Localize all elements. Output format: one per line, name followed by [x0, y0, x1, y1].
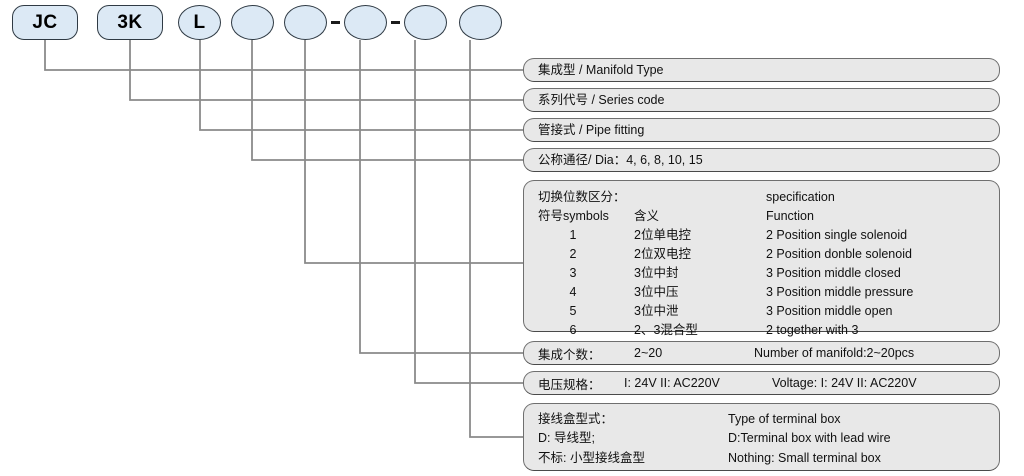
- manifold-count-content: 集成个数： 2~20 Number of manifold:2~20pcs: [524, 342, 999, 364]
- terminal-box-row: 不标: 小型接线盒型 Nothing: Small terminal box: [538, 449, 999, 468]
- label-box-dia: 公称通径/ Dia：4, 6, 8, 10, 15: [523, 148, 1000, 172]
- spec-function: 3 Position middle closed: [766, 266, 901, 280]
- label-box-specification: 切换位数区分： specification 符号symbols 含义 Funct…: [523, 180, 1000, 337]
- terminal-box-row: D: 导线型; D:Terminal box with lead wire: [538, 429, 999, 448]
- label-box-pipe-fitting: 管接式 / Pipe fitting: [523, 118, 1000, 142]
- connector-dia: [251, 40, 523, 161]
- connector-series-code: [129, 38, 523, 101]
- code-part-dia[interactable]: [231, 5, 274, 40]
- separator-dash-1: [331, 21, 340, 24]
- spec-col-meaning: 含义: [634, 209, 660, 223]
- spec-function: 2 Position single solenoid: [766, 228, 908, 242]
- voltage-value: I: 24V II: AC220V: [624, 376, 720, 390]
- connector-manifold-count: [359, 40, 523, 354]
- spec-symbol: 6: [569, 323, 577, 337]
- voltage-cn: 电压规格：: [538, 377, 601, 392]
- terminal-box-en: D:Terminal box with lead wire: [728, 431, 891, 446]
- spec-header-spacer: [634, 188, 766, 207]
- terminal-box-cn: 接线盒型式：: [538, 412, 614, 426]
- spec-symbol: 3: [569, 266, 577, 280]
- spec-function: 2 Position donble solenoid: [766, 247, 912, 261]
- code-part-terminal-box[interactable]: [459, 5, 502, 40]
- terminal-box-rows: 接线盒型式： Type of terminal box D: 导线型; D:Te…: [524, 404, 999, 473]
- dia-text: 公称通径/ Dia：4, 6, 8, 10, 15: [538, 152, 703, 167]
- connector-spec: [304, 40, 523, 264]
- series-code-text: 系列代号 / Series code: [538, 92, 665, 107]
- terminal-box-cn: D: 导线型;: [538, 431, 595, 446]
- terminal-box-en: Type of terminal box: [728, 412, 841, 426]
- manifold-count-cn: 集成个数：: [538, 347, 601, 362]
- spec-meaning: 2位单电控: [634, 228, 691, 242]
- connector-terminal-box: [469, 40, 523, 438]
- spec-meaning: 3位中压: [634, 285, 679, 299]
- spec-col-symbol: 符号symbols: [538, 209, 609, 223]
- spec-meaning: 2、3混合型: [634, 323, 698, 337]
- spec-header-row: 切换位数区分： specification: [538, 188, 999, 207]
- connector-pipe-fitting: [199, 40, 523, 131]
- spec-row: 5 3位中泄 3 Position middle open: [538, 302, 999, 321]
- spec-row: 2 2位双电控 2 Position donble solenoid: [538, 245, 999, 264]
- spec-function: 2 together with 3: [766, 323, 859, 337]
- spec-symbol: 1: [569, 228, 577, 242]
- spec-row: 6 2、3混合型 2 together with 3: [538, 321, 999, 340]
- code-part-manifold-count[interactable]: [344, 5, 387, 40]
- spec-symbol: 5: [569, 304, 577, 318]
- terminal-box-row: 接线盒型式： Type of terminal box: [538, 410, 999, 429]
- pipe-fitting-text: 管接式 / Pipe fitting: [538, 122, 645, 137]
- code-part-spec[interactable]: [284, 5, 327, 40]
- code-part-l[interactable]: L: [178, 5, 221, 40]
- manifold-count-value: 2~20: [634, 346, 663, 360]
- spec-column-header-row: 符号symbols 含义 Function: [538, 207, 999, 226]
- specification-rows: 切换位数区分： specification 符号symbols 含义 Funct…: [524, 181, 999, 346]
- code-part-3k-label: 3K: [117, 11, 143, 33]
- code-part-l-label: L: [193, 11, 206, 33]
- spec-row: 3 3位中封 3 Position middle closed: [538, 264, 999, 283]
- terminal-box-en: Nothing: Small terminal box: [728, 450, 881, 465]
- spec-function: 3 Position middle open: [766, 304, 893, 318]
- voltage-en: Voltage: I: 24V II: AC220V: [772, 376, 917, 390]
- spec-meaning: 2位双电控: [634, 247, 691, 261]
- manifold-type-text: 集成型 / Manifold Type: [538, 62, 664, 77]
- terminal-box-cn: 不标: 小型接线盒型: [538, 450, 645, 465]
- code-part-jc[interactable]: JC: [12, 5, 78, 40]
- spec-header-cn: 切换位数区分：: [538, 190, 626, 204]
- spec-meaning: 3位中封: [634, 266, 679, 280]
- label-box-manifold-count: 集成个数： 2~20 Number of manifold:2~20pcs: [523, 341, 1000, 365]
- label-box-voltage: 电压规格： I: 24V II: AC220V Voltage: I: 24V …: [523, 371, 1000, 395]
- manifold-count-en: Number of manifold:2~20pcs: [754, 346, 915, 360]
- voltage-content: 电压规格： I: 24V II: AC220V Voltage: I: 24V …: [524, 372, 999, 394]
- label-box-terminal-box: 接线盒型式： Type of terminal box D: 导线型; D:Te…: [523, 403, 1000, 471]
- code-part-jc-label: JC: [32, 11, 58, 33]
- spec-function: 3 Position middle pressure: [766, 285, 914, 299]
- separator-dash-2: [391, 21, 400, 24]
- spec-symbol: 2: [569, 247, 577, 261]
- spec-header-en: specification: [766, 190, 835, 204]
- connector-manifold-type: [44, 38, 523, 71]
- spec-row: 4 3位中压 3 Position middle pressure: [538, 283, 999, 302]
- spec-symbol: 4: [569, 285, 577, 299]
- label-box-series-code: 系列代号 / Series code: [523, 88, 1000, 112]
- code-part-voltage[interactable]: [404, 5, 447, 40]
- connector-voltage: [414, 40, 523, 384]
- spec-col-function: Function: [766, 209, 814, 223]
- label-box-manifold-type: 集成型 / Manifold Type: [523, 58, 1000, 82]
- spec-meaning: 3位中泄: [634, 304, 679, 318]
- spec-row: 1 2位单电控 2 Position single solenoid: [538, 226, 999, 245]
- code-part-3k[interactable]: 3K: [97, 5, 163, 40]
